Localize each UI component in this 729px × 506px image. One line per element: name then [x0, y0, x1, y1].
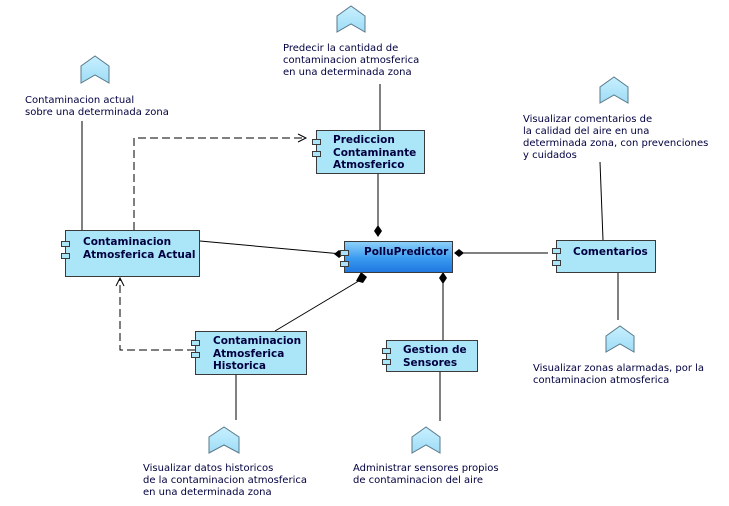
diamond-marker-bottom-left	[356, 272, 367, 283]
note-datos-historicos: Visualizar datos historicos de la contam…	[143, 463, 307, 498]
component-port-icon	[312, 151, 321, 157]
note-comentarios: Visualizar comentarios de la calidad del…	[523, 114, 709, 161]
bookmark-icon	[80, 55, 110, 84]
diamond-marker-top	[374, 225, 382, 237]
component-comentarios[interactable]: Comentarios	[552, 240, 656, 273]
bookmark-icon	[208, 426, 240, 454]
component-label: Contaminacion Atmosferica Actual	[83, 236, 196, 261]
link-actual-pollu	[199, 240, 343, 255]
component-port-icon	[552, 248, 561, 254]
component-pollupredictor[interactable]: PolluPredictor	[340, 241, 453, 273]
component-port-icon	[552, 260, 561, 266]
bookmark-icon	[605, 325, 635, 353]
dependency-actual-prediccion	[133, 137, 306, 230]
arrowhead-actual	[115, 276, 125, 287]
component-label: Contaminacion Atmosferica Historica	[213, 335, 302, 372]
note-contaminacion-actual: Contaminacion actual sobre una determina…	[25, 95, 169, 118]
bookmark-icon	[411, 426, 441, 454]
component-port-icon	[191, 340, 200, 346]
component-port-icon	[191, 352, 200, 358]
dependency-historica-actual	[119, 279, 195, 351]
diamond-marker-right	[454, 249, 464, 257]
note-administrar-sensores: Administrar sensores propios de contamin…	[353, 463, 499, 486]
component-port-icon	[312, 139, 321, 145]
note-zonas-alarmadas: Visualizar zonas alarmadas, por la conta…	[533, 363, 705, 386]
component-prediccion[interactable]: Prediccion Contaminante Atmosferico	[312, 130, 425, 174]
component-label: PolluPredictor	[364, 246, 449, 258]
component-label: Gestion de Sensores	[403, 344, 467, 369]
component-contaminacion-actual[interactable]: Contaminacion Atmosferica Actual	[61, 230, 200, 277]
arrowhead-prediccion	[297, 133, 308, 143]
component-label: Comentarios	[573, 246, 648, 258]
component-contaminacion-historica[interactable]: Contaminacion Atmosferica Historica	[191, 331, 307, 375]
link-historica-pollu	[274, 278, 363, 332]
component-port-icon	[61, 241, 70, 247]
bookmark-icon	[336, 5, 366, 33]
component-gestion-sensores[interactable]: Gestion de Sensores	[382, 340, 478, 372]
component-port-icon	[61, 253, 70, 259]
component-port-icon	[340, 261, 349, 267]
component-port-icon	[340, 250, 349, 256]
bookmark-icon	[599, 76, 629, 104]
diamond-marker-bottom-right	[439, 272, 447, 284]
note-link-comentarios	[599, 161, 604, 241]
component-port-icon	[382, 348, 391, 354]
component-label: Prediccion Contaminante Atmosferico	[333, 134, 417, 171]
component-port-icon	[382, 359, 391, 365]
note-predecir: Predecir la cantidad de contaminacion at…	[283, 43, 420, 78]
